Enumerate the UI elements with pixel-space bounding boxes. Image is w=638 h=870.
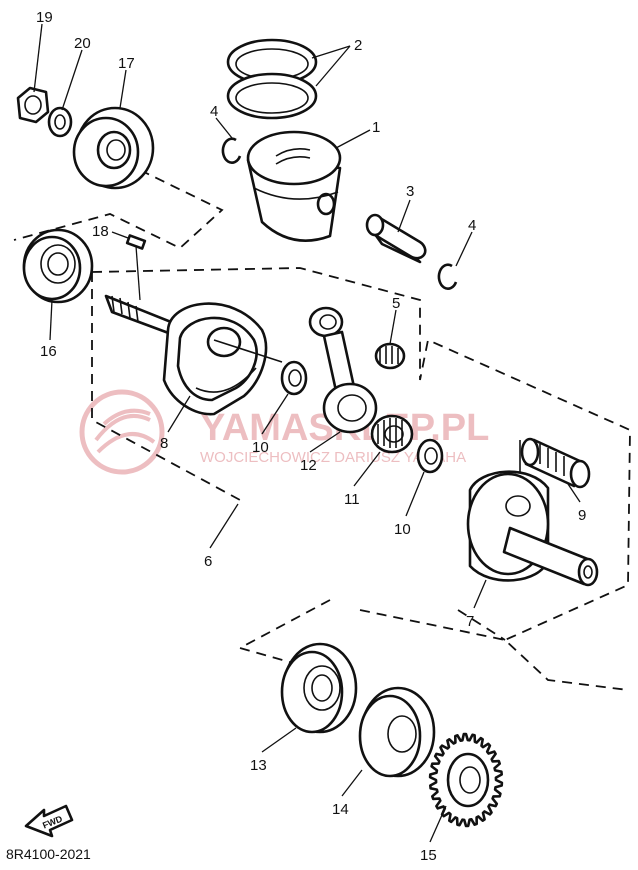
part-11-needle-bearing — [370, 414, 414, 454]
part-19-nut — [16, 86, 50, 124]
part-3-piston-pin — [365, 213, 427, 264]
callout-16: 16 — [40, 343, 57, 360]
part-10-washer-right — [416, 438, 444, 474]
watermark-subtitle: WOJCIECHOWICZ DARIUSZ YAMAHA — [200, 449, 466, 466]
part-14-oil-seal — [358, 686, 436, 778]
leader-lines — [33, 23, 581, 843]
callout-1: 1 — [372, 119, 380, 136]
callout-10-left: 10 — [252, 439, 269, 456]
callout-17: 17 — [118, 55, 135, 72]
part-10-washer-left — [280, 360, 308, 396]
callout-15: 15 — [420, 847, 437, 864]
callout-7: 7 — [466, 613, 474, 630]
part-8-crank-left — [104, 294, 283, 416]
part-4-clip-right — [437, 263, 458, 290]
part-1-piston — [246, 130, 342, 242]
callout-10-right: 10 — [394, 521, 411, 538]
callout-numbers: 19 20 17 2 4 1 3 4 18 16 5 8 10 12 11 10… — [36, 9, 586, 864]
callout-18: 18 — [92, 223, 109, 240]
watermark-logo-icon — [79, 389, 165, 475]
callout-3: 3 — [406, 183, 414, 200]
part-13-bearing — [280, 642, 358, 734]
part-16-bearing — [22, 228, 94, 304]
part-12-connecting-rod — [308, 306, 378, 434]
callout-13: 13 — [250, 757, 267, 774]
part-2-piston-rings — [226, 38, 318, 120]
callout-19: 19 — [36, 9, 53, 26]
part-4-clip-left — [221, 137, 242, 164]
callout-14: 14 — [332, 801, 349, 818]
part-17-oil-seal — [72, 106, 155, 190]
part-5-needle-bearing — [374, 342, 406, 370]
part-15-gear — [428, 732, 504, 828]
callout-4-left: 4 — [210, 103, 218, 120]
callout-11: 11 — [344, 491, 360, 508]
callout-6: 6 — [204, 553, 212, 570]
callout-9: 9 — [578, 507, 586, 524]
callout-4-right: 4 — [468, 217, 476, 234]
callout-2: 2 — [354, 37, 362, 54]
callout-5: 5 — [392, 295, 400, 312]
part-18-key — [125, 234, 147, 250]
diagram-code: 8R4100-2021 — [6, 846, 91, 862]
part-7-crank-right — [466, 470, 599, 587]
callout-8: 8 — [160, 435, 168, 452]
part-9-crank-pin — [519, 437, 591, 500]
dashed-group-lines — [13, 169, 631, 691]
callout-12: 12 — [300, 457, 317, 474]
part-20-washer — [47, 106, 73, 138]
callout-20: 20 — [74, 35, 91, 52]
fwd-arrow-icon: FWD — [24, 804, 74, 838]
